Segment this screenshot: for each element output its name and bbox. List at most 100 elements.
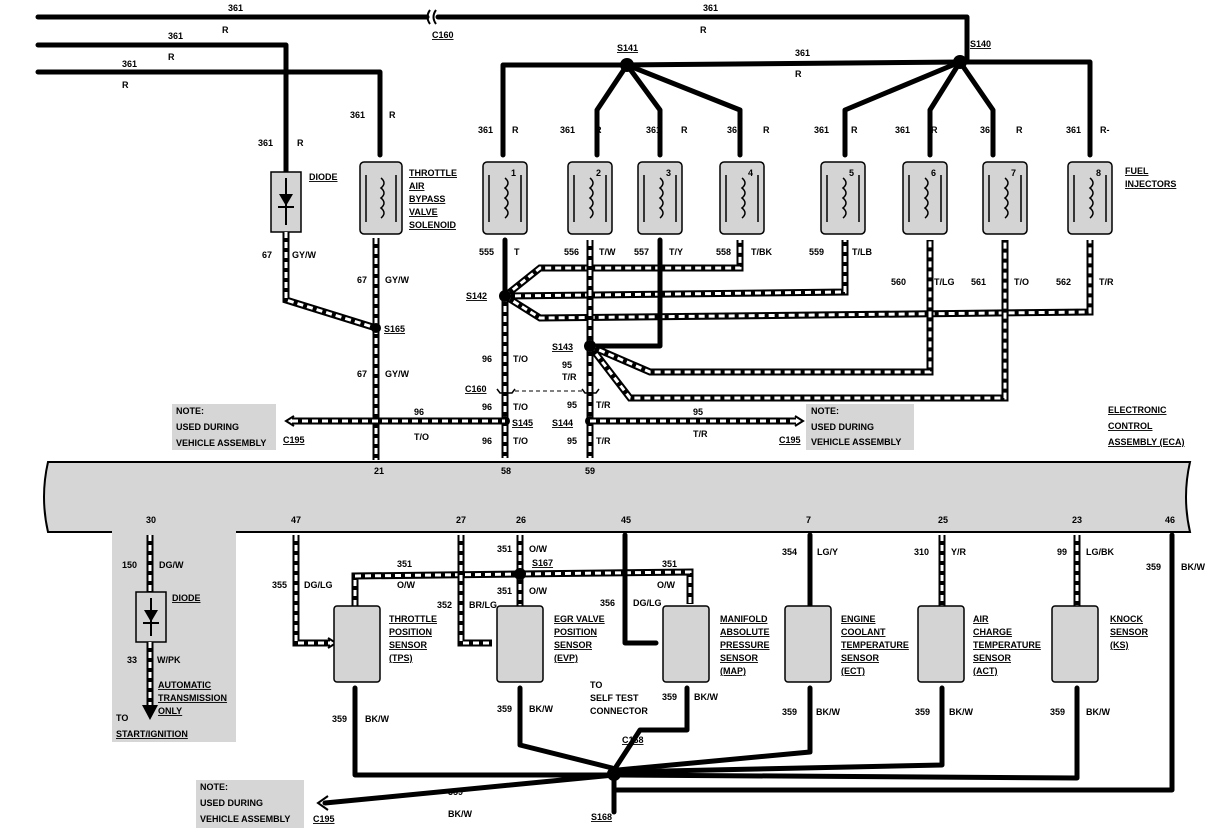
svg-text:96: 96 [482, 402, 492, 412]
svg-text:359: 359 [448, 787, 463, 797]
svg-text:R: R [389, 110, 396, 120]
svg-text:359: 359 [1050, 707, 1065, 717]
svg-text:310: 310 [914, 547, 929, 557]
svg-text:355: 355 [272, 580, 287, 590]
svg-text:GY/W: GY/W [385, 369, 410, 379]
svg-text:361: 361 [478, 125, 493, 135]
svg-text:T/O: T/O [513, 354, 528, 364]
top-wire-1-circuit: 361 [228, 3, 243, 13]
tab-line-3: BYPASS [409, 194, 445, 204]
eca-pin-27: 27 [456, 515, 466, 525]
splice-s141: S141 [617, 43, 638, 53]
connector-c195-bottom: C195 [313, 814, 335, 824]
svg-text:(ACT): (ACT) [973, 666, 998, 676]
note-right: NOTE: USED DURING VEHICLE ASSEMBLY [806, 404, 914, 450]
sensor-signal-wires [292, 532, 1175, 793]
diode-top-label: DIODE [309, 172, 338, 182]
svg-text:R-: R- [1100, 125, 1110, 135]
svg-text:359: 359 [1146, 562, 1161, 572]
svg-text:BR/LG: BR/LG [469, 600, 497, 610]
injector-color: T/LB [852, 247, 872, 257]
connector-c160-top: C160 [432, 30, 454, 40]
svg-text:95: 95 [567, 400, 577, 410]
svg-text:T/R: T/R [562, 372, 577, 382]
top-wire-3-color: R [122, 80, 129, 90]
svg-text:351: 351 [662, 559, 677, 569]
eca-pin-47: 47 [291, 515, 301, 525]
svg-text:W/PK: W/PK [157, 655, 181, 665]
injector-color: T/O [1014, 277, 1029, 287]
svg-text:Y/R: Y/R [951, 547, 967, 557]
diode-top [270, 171, 302, 233]
injector-circuit: 557 [634, 247, 649, 257]
top-wire-1-color: R [222, 25, 229, 35]
svg-text:95: 95 [562, 360, 572, 370]
svg-text:COOLANT: COOLANT [841, 627, 886, 637]
sensor-act [917, 605, 965, 683]
svg-text:67: 67 [262, 250, 272, 260]
injector-number: 2 [596, 168, 601, 178]
svg-text:USED DURING: USED DURING [200, 798, 263, 808]
svg-text:BK/W: BK/W [816, 707, 840, 717]
feed-wires [35, 9, 970, 175]
connector-c168: C168 [622, 735, 644, 745]
splice-s168: S168 [591, 812, 612, 822]
svg-text:67: 67 [357, 369, 367, 379]
svg-text:(TPS): (TPS) [389, 653, 413, 663]
injector-number: 1 [511, 168, 516, 178]
svg-text:359: 359 [915, 707, 930, 717]
injector-return-harness [496, 237, 1094, 458]
svg-text:361: 361 [814, 125, 829, 135]
eca-module [43, 461, 1192, 533]
auto-trans-panel [112, 530, 236, 742]
svg-text:R: R [763, 125, 770, 135]
svg-text:96: 96 [482, 354, 492, 364]
eca-label-2: CONTROL [1108, 421, 1153, 431]
svg-text:361: 361 [727, 125, 742, 135]
eca-label-1: ELECTRONIC [1108, 405, 1167, 415]
svg-text:EGR VALVE: EGR VALVE [554, 614, 605, 624]
injector-number: 8 [1096, 168, 1101, 178]
svg-text:R: R [512, 125, 519, 135]
top-wire-1b-circuit: 361 [703, 3, 718, 13]
svg-text:VEHICLE ASSEMBLY: VEHICLE ASSEMBLY [176, 438, 266, 448]
signal-return-wires [316, 685, 1080, 815]
svg-text:356: 356 [600, 598, 615, 608]
bus-circuit: 361 [795, 48, 810, 58]
injector-feed-bus [500, 55, 1093, 158]
circuit-67 [282, 232, 381, 460]
svg-text:361: 361 [895, 125, 910, 135]
svg-text:BK/W: BK/W [694, 692, 718, 702]
svg-text:359: 359 [662, 692, 677, 702]
splice-s145: S145 [512, 418, 533, 428]
svg-text:THROTTLE: THROTTLE [389, 614, 437, 624]
svg-text:SENSOR: SENSOR [389, 640, 428, 650]
svg-text:O/W: O/W [397, 580, 416, 590]
svg-text:TEMPERATURE: TEMPERATURE [973, 640, 1041, 650]
tab-line-4: VALVE [409, 207, 438, 217]
svg-text:R: R [595, 125, 602, 135]
svg-text:352: 352 [437, 600, 452, 610]
eca-pin-46: 46 [1165, 515, 1175, 525]
svg-text:T/O: T/O [513, 402, 528, 412]
svg-text:96: 96 [414, 407, 424, 417]
svg-text:PRESSURE: PRESSURE [720, 640, 770, 650]
assembly-links [284, 415, 805, 427]
svg-text:(KS): (KS) [1110, 640, 1129, 650]
injector-circuit: 560 [891, 277, 906, 287]
top-wire-2-circuit: 361 [168, 31, 183, 41]
eca-pin-26: 26 [516, 515, 526, 525]
injector-circuit: 556 [564, 247, 579, 257]
svg-text:DG/W: DG/W [159, 560, 184, 570]
svg-text:O/W: O/W [529, 544, 548, 554]
eca-pin-45: 45 [621, 515, 631, 525]
splice-s143: S143 [552, 342, 573, 352]
injector-circuit: 555 [479, 247, 494, 257]
svg-text:SELF TEST: SELF TEST [590, 693, 639, 703]
svg-text:ENGINE: ENGINE [841, 614, 876, 624]
injector-number: 4 [748, 168, 753, 178]
